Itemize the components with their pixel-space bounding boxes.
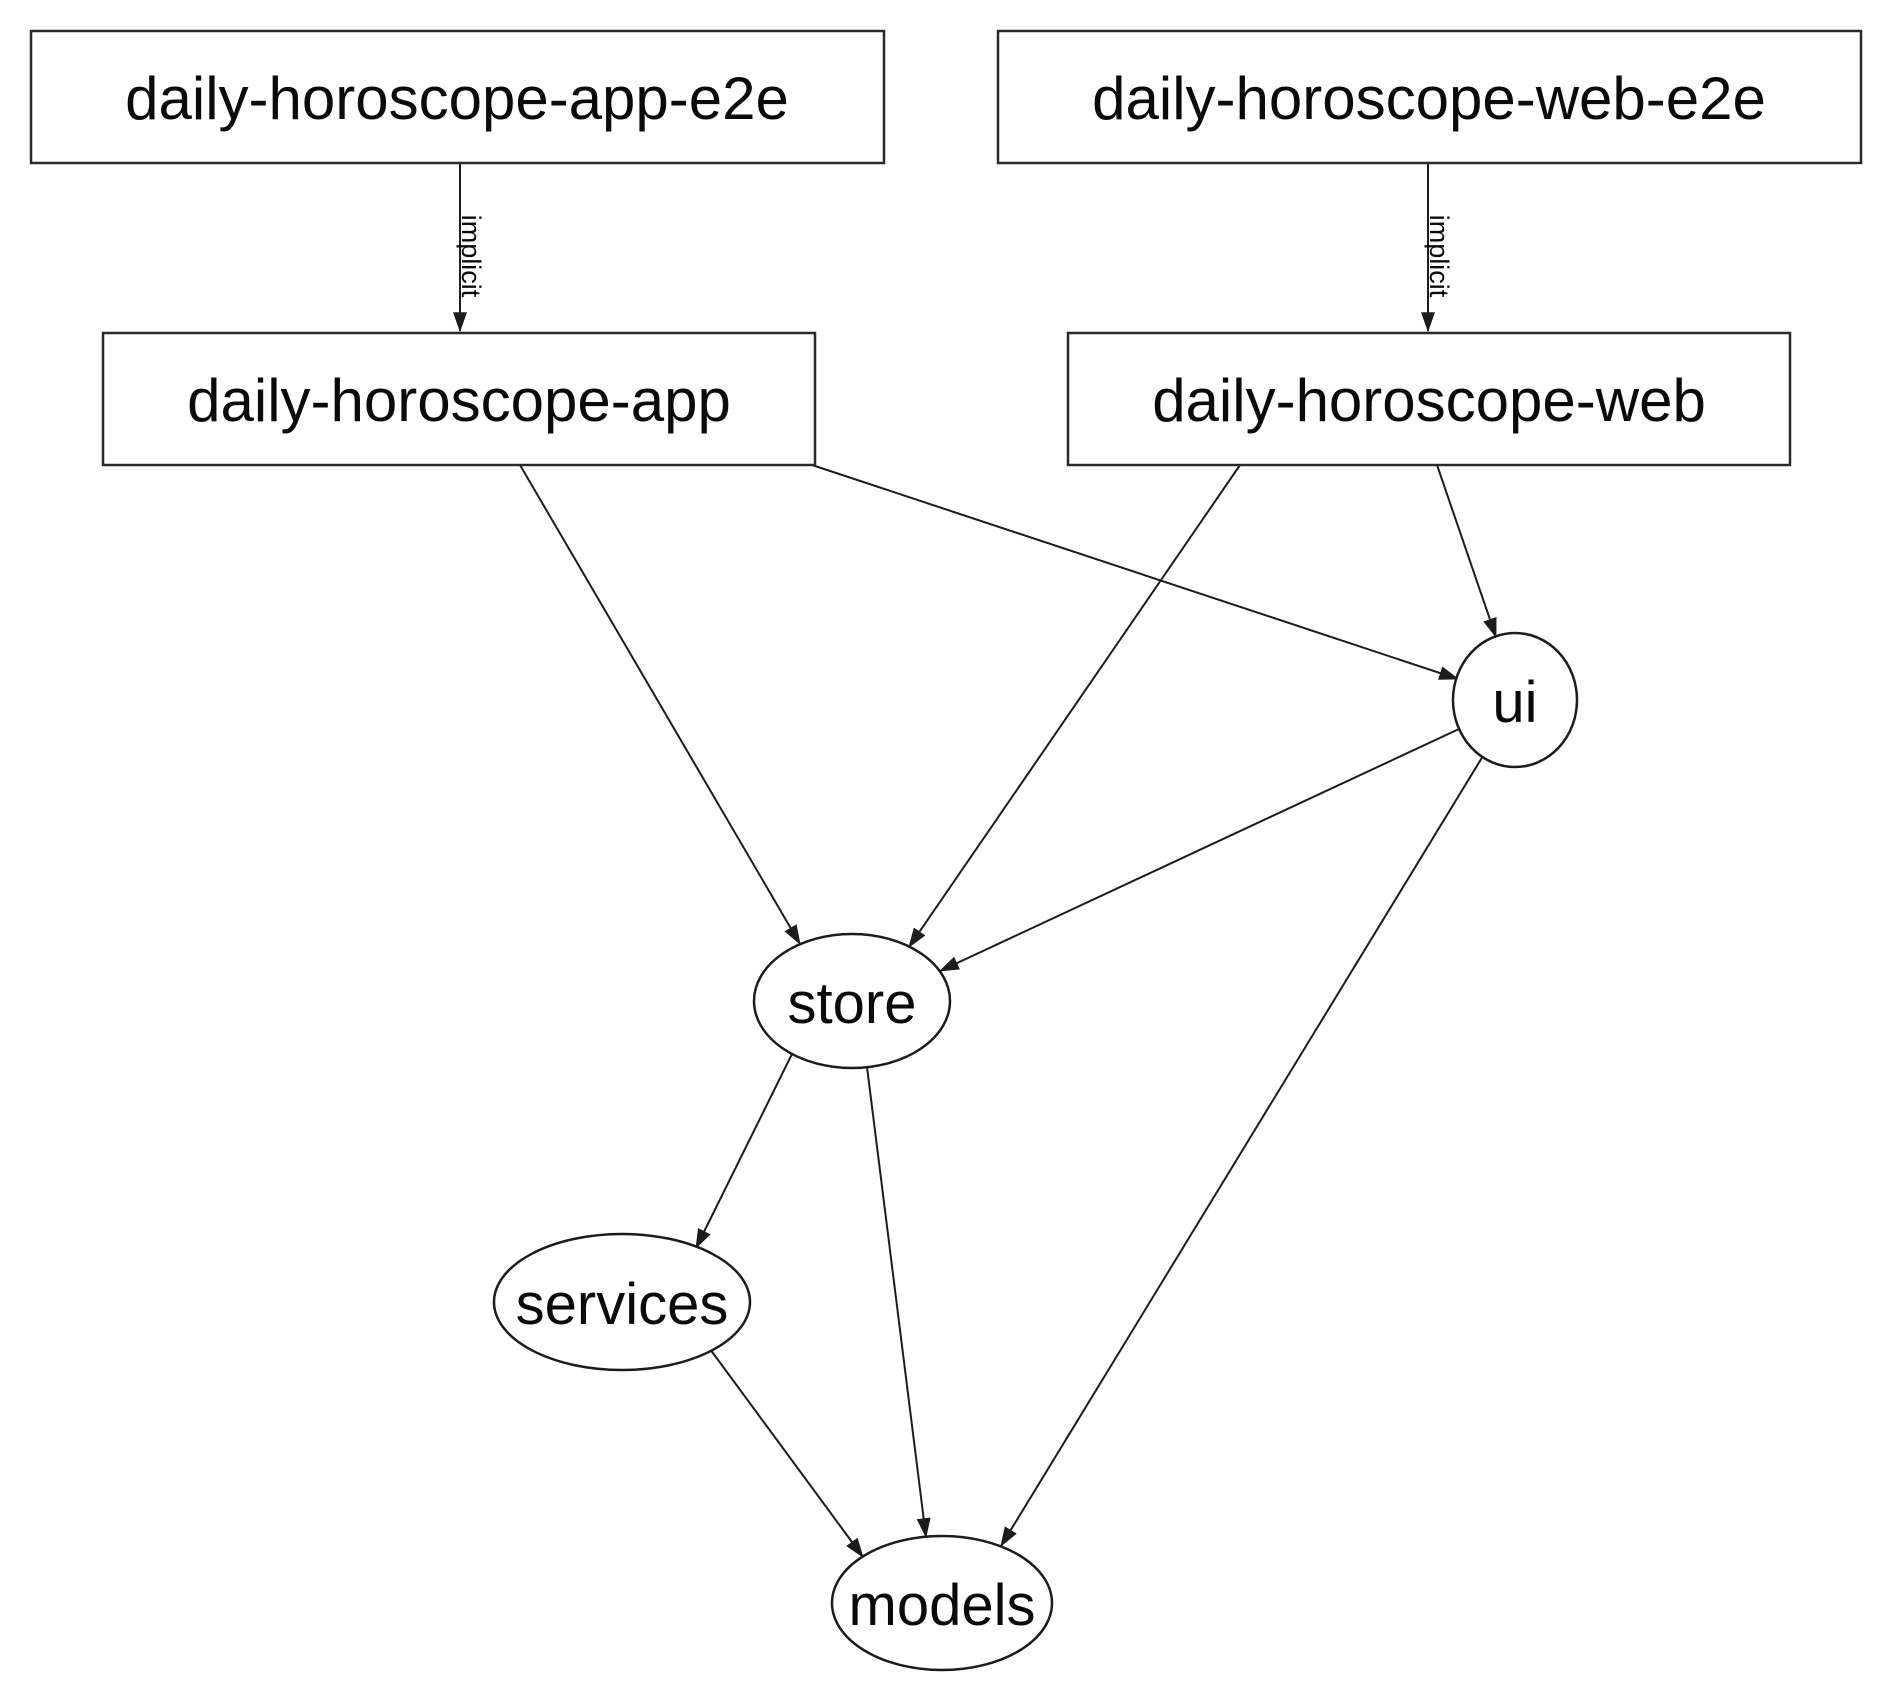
edge-label-implicit-right: implicit xyxy=(1424,215,1454,298)
node-label: daily-horoscope-web xyxy=(1152,367,1706,434)
node-box xyxy=(1066,331,1792,467)
edge-app-to-store xyxy=(519,464,801,946)
edge-ui-to-store xyxy=(938,728,1460,972)
node-label: daily-horoscope-web-e2e xyxy=(1092,65,1766,132)
node-label: store xyxy=(788,971,917,1036)
node-daily-horoscope-web-e2e: daily-horoscope-web-e2e xyxy=(996,29,1863,165)
node-store: store xyxy=(752,932,952,1070)
edges-layer: implicit implicit xyxy=(453,163,1497,1558)
node-box xyxy=(101,331,817,467)
node-daily-horoscope-app-e2e: daily-horoscope-app-e2e xyxy=(29,29,886,165)
node-ellipse xyxy=(492,1232,752,1372)
edge-store-to-services xyxy=(695,1053,793,1250)
node-label: models xyxy=(849,1573,1036,1638)
node-label: daily-horoscope-app xyxy=(187,367,731,434)
node-daily-horoscope-app: daily-horoscope-app xyxy=(101,331,817,467)
nodes-layer: daily-horoscope-app-e2e daily-horoscope-… xyxy=(29,29,1863,1672)
edge-services-to-models xyxy=(709,1348,864,1558)
node-daily-horoscope-web: daily-horoscope-web xyxy=(1066,331,1792,467)
node-ellipse xyxy=(830,1534,1054,1672)
edge-store-to-models xyxy=(866,1066,931,1539)
node-ellipse xyxy=(752,932,952,1070)
node-models: models xyxy=(830,1534,1054,1672)
edge-ui-to-models xyxy=(1000,755,1484,1548)
node-label: ui xyxy=(1492,670,1537,735)
node-ui: ui xyxy=(1451,631,1579,769)
node-box xyxy=(29,29,886,165)
node-services: services xyxy=(492,1232,752,1372)
node-box xyxy=(996,29,1863,165)
node-ellipse xyxy=(1451,631,1579,769)
node-label: services xyxy=(516,1272,729,1337)
edge-web-to-store xyxy=(908,464,1241,948)
edge-web-to-ui xyxy=(1436,464,1497,639)
edge-label-implicit-left: implicit xyxy=(456,215,486,298)
edge-app-to-ui xyxy=(811,464,1460,680)
node-label: daily-horoscope-app-e2e xyxy=(125,65,789,132)
